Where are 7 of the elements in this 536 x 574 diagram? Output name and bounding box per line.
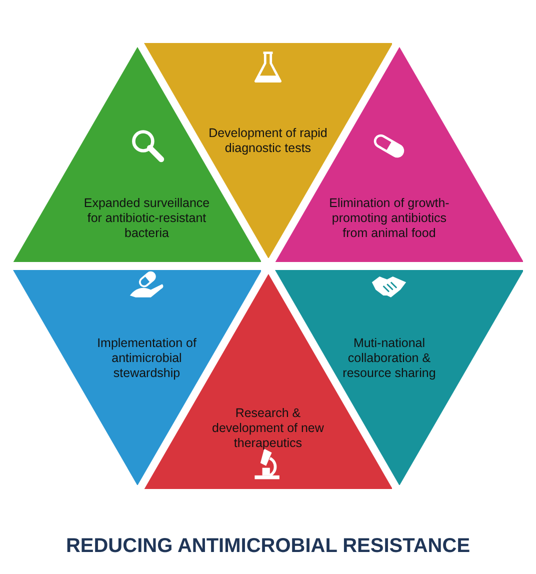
segment-label: Implementation of antimicrobial stewardship (96, 336, 198, 381)
segment-label: Research & development of new therapeutics (211, 406, 325, 451)
segment-label: Expanded surveillance for antibiotic-resistant bacteria (84, 196, 210, 241)
segment-label: Development of rapid diagnostic tests (208, 126, 328, 156)
title: REDUCING ANTIMICROBIAL RESISTANCE (64, 535, 472, 558)
segment-label: Elimination of growth-promoting antibiotics from animal food (328, 196, 450, 241)
segment-label: Muti-national collaboration & resource sharing (342, 336, 437, 381)
